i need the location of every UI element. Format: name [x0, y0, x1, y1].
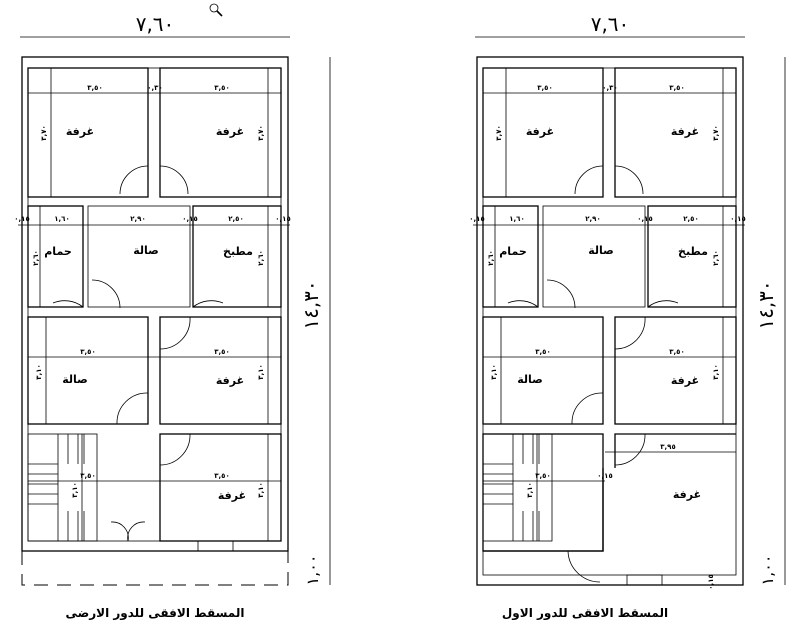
dim-label: ٣,٧٠	[495, 125, 503, 140]
door-swing	[159, 165, 189, 195]
dim-label: ٣,٥٠	[214, 84, 229, 92]
dim-label: ٣,٧٠	[40, 125, 48, 140]
dim-label: ٣,١٠	[257, 482, 265, 497]
dim-label: ٣,١٠	[490, 364, 498, 379]
room-label: غرفة	[218, 489, 246, 502]
room-label: مطبخ	[223, 245, 253, 258]
dim-label: ٢,٦٠	[32, 250, 40, 265]
dim-label: ٠,١٥	[469, 215, 484, 223]
first-floor-caption: المسقط الافقى للدور الاول	[502, 606, 668, 621]
dim-label: ٣,٥٠	[214, 472, 229, 480]
window	[626, 574, 663, 586]
dim-label: ٠,١٥	[275, 215, 290, 223]
dim-label: ٠,٣٠	[602, 84, 617, 92]
room-label: غرفة	[671, 125, 699, 138]
room-label: غرفة	[66, 125, 94, 138]
dim-label: ١,٦٠	[54, 215, 69, 223]
dim-label: ٣,٥٠	[80, 348, 95, 356]
door-swing	[119, 165, 149, 195]
setback-dashed	[21, 551, 289, 586]
entrance-door	[110, 521, 129, 542]
dim-label: ٣,١٠	[257, 364, 265, 379]
dim-label: ٠,١٥	[182, 215, 197, 223]
dim-label: ٠,١٥	[707, 574, 715, 589]
outer-wall	[21, 56, 289, 552]
dim-label: ٢,٩٠	[130, 215, 145, 223]
dim-label: ٣,٧٠	[257, 125, 265, 140]
dim-label: ٠,١٥	[637, 215, 652, 223]
dim-label: ٠,٣٠	[147, 84, 162, 92]
dim-label: ٠,١٥	[14, 215, 29, 223]
room-label: مطبخ	[678, 245, 708, 258]
dim-label: ٢,٩٠	[585, 215, 600, 223]
balcony-door	[567, 550, 601, 583]
dim-label: ١,٦٠	[509, 215, 524, 223]
ground-floor-plan: ٧,٦٠ ١٤,٣٠ ١,٠٠ ٣,٥٠ ٣,٥٠ ٠,٣٠ غرفة غرفة…	[14, 12, 331, 621]
room-label: حمام	[44, 245, 72, 258]
dim-label: ٣,٥٠	[214, 348, 229, 356]
ground-floor-caption: المسقط الافقى للدور الارضى	[66, 606, 245, 621]
dim-label: ٠,١٥	[730, 215, 745, 223]
magnifier-icon[interactable]	[209, 3, 223, 17]
room-label: غرفة	[216, 374, 244, 387]
first-floor-plan: ٧,٦٠ ١٤,٣٠ ١,٠٠ ٣,٥٠ ٣,٥٠ ٠,٣٠ غرفة غرفة…	[469, 12, 786, 621]
outer-wall	[476, 56, 744, 586]
room-label: صالة	[588, 244, 614, 257]
room-label: غرفة	[526, 125, 554, 138]
overall-length: ١٤,٣٠	[299, 280, 323, 329]
dim-label: ٢,٥٠	[683, 215, 698, 223]
dim-label: ٣,٥٠	[535, 472, 550, 480]
dim-label: ٣,١٠	[35, 364, 43, 379]
dim-label: ٣,١٠	[526, 482, 534, 497]
dim-label: ٣,٥٠	[669, 84, 684, 92]
dim-label: ٣,١٠	[71, 482, 79, 497]
dim-label: ٣,٥٠	[537, 84, 552, 92]
room-label: صالة	[517, 373, 543, 386]
room-label: حمام	[499, 245, 527, 258]
dim-label: ٣,٥٠	[669, 348, 684, 356]
dim-label: ٣,٩٥	[660, 443, 675, 451]
dim-label: ٢,٦٠	[712, 250, 720, 265]
staircase	[27, 433, 98, 542]
room-label: صالة	[133, 244, 159, 257]
overall-width: ٧,٦٠	[591, 12, 630, 36]
window	[197, 540, 234, 552]
room-label: صالة	[62, 373, 88, 386]
dim-label: ٢,٦٠	[257, 250, 265, 265]
dim-label: ٣,٥٠	[87, 84, 102, 92]
dim-label: ٢,٥٠	[228, 215, 243, 223]
dim-label: ٢,٦٠	[487, 250, 495, 265]
dim-label: ٣,١٠	[712, 364, 720, 379]
setback-length: ١,٠٠	[303, 555, 322, 586]
room-label: غرفة	[671, 374, 699, 387]
overall-width: ٧,٦٠	[136, 12, 175, 36]
dim-label: ٣,٧٠	[712, 125, 720, 140]
overall-length: ١٤,٣٠	[754, 280, 778, 329]
room-label: غرفة	[673, 488, 701, 501]
dim-label: ٣,٥٠	[80, 472, 95, 480]
setback-length: ١,٠٠	[758, 555, 777, 586]
dim-label: ٠,١٥	[597, 472, 612, 480]
room-label: غرفة	[216, 125, 244, 138]
dim-label: ٣,٥٠	[535, 348, 550, 356]
staircase	[482, 433, 553, 542]
